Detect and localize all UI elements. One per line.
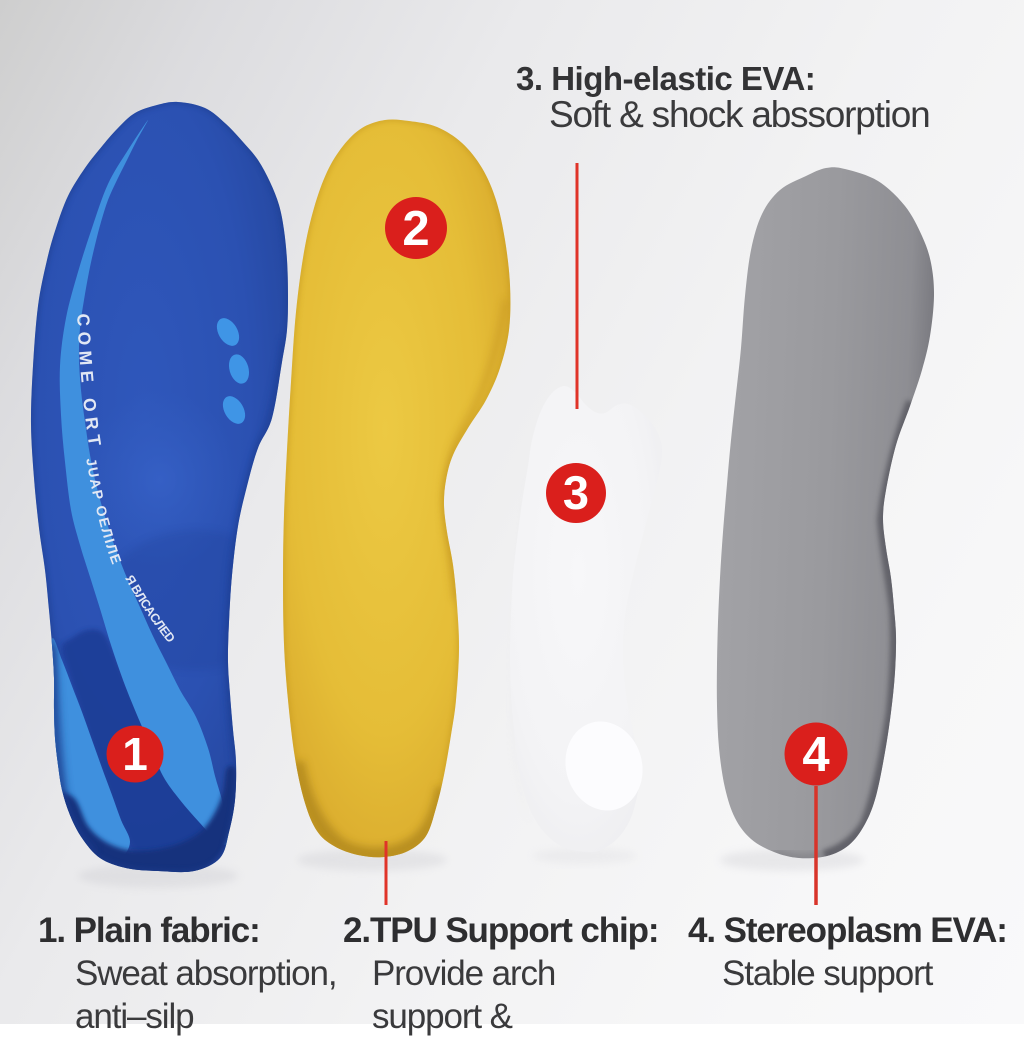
svg-text:1: 1: [122, 728, 148, 780]
svg-text:3: 3: [563, 466, 589, 519]
svg-text:2: 2: [402, 202, 429, 256]
svg-text:4: 4: [802, 728, 829, 782]
